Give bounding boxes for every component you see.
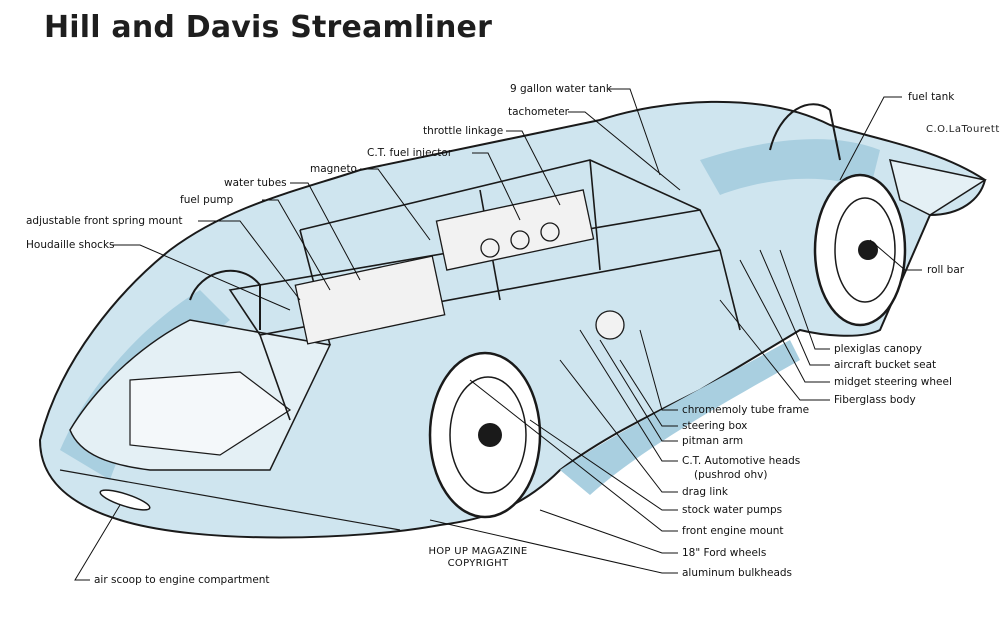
label-steering-wheel: midget steering wheel bbox=[834, 376, 952, 388]
air-scoop-slot bbox=[99, 489, 151, 511]
left-front-wheel bbox=[189, 269, 261, 330]
label-wheels: 18" Ford wheels bbox=[682, 547, 767, 559]
engine bbox=[294, 189, 625, 345]
copyright-line-2: COPYRIGHT bbox=[447, 558, 509, 569]
body-shading-rear bbox=[700, 139, 880, 195]
label-shocks: Houdaille shocks bbox=[26, 239, 115, 251]
nose-seam bbox=[59, 469, 401, 531]
front-wheel bbox=[428, 351, 542, 519]
label-fiberglass: Fiberglass body bbox=[834, 394, 916, 406]
label-water-tank: 9 gallon water tank bbox=[510, 83, 612, 95]
label-water-pumps: stock water pumps bbox=[682, 504, 783, 516]
roll-bar-canopy bbox=[769, 103, 841, 161]
copyright-line-1: HOP UP MAGAZINE bbox=[428, 546, 528, 557]
tail-cone bbox=[888, 159, 987, 216]
copyright-notice: HOP UP MAGAZINE COPYRIGHT bbox=[423, 546, 533, 570]
label-steering-box: steering box bbox=[682, 420, 748, 432]
label-drag-link: drag link bbox=[682, 486, 728, 498]
label-canopy: plexiglas canopy bbox=[834, 343, 922, 355]
label-bucket-seat: aircraft bucket seat bbox=[834, 359, 937, 371]
rear-wheel bbox=[813, 173, 907, 327]
label-fuel-tank: fuel tank bbox=[908, 91, 955, 103]
label-water-tubes: water tubes bbox=[224, 177, 287, 189]
body-shading-side bbox=[560, 340, 800, 495]
label-fuel-pump: fuel pump bbox=[180, 194, 234, 206]
label-air-scoop: air scoop to engine compartment bbox=[94, 574, 270, 586]
label-tube-frame: chromemoly tube frame bbox=[682, 404, 810, 416]
page-title: Hill and Davis Streamliner bbox=[44, 10, 493, 45]
label-bulkheads: aluminum bulkheads bbox=[682, 567, 793, 579]
nose-hatch bbox=[129, 371, 292, 456]
label-magneto: magneto bbox=[310, 163, 357, 175]
label-tachometer: tachometer bbox=[508, 106, 569, 118]
label-heads: C.T. Automotive heads bbox=[682, 455, 801, 467]
label-roll-bar: roll bar bbox=[927, 264, 965, 276]
label-spring-mount: adjustable front spring mount bbox=[26, 215, 183, 227]
label-heads-note: (pushrod ohv) bbox=[694, 469, 768, 481]
leader-lines bbox=[74, 88, 922, 581]
label-throttle: throttle linkage bbox=[423, 125, 504, 137]
label-engine-mount: front engine mount bbox=[682, 525, 784, 537]
label-pitman-arm: pitman arm bbox=[682, 435, 744, 447]
label-fuel-injector: C.T. fuel injector bbox=[367, 147, 453, 159]
artist-signature: C.O.LaTourette bbox=[926, 124, 1000, 135]
